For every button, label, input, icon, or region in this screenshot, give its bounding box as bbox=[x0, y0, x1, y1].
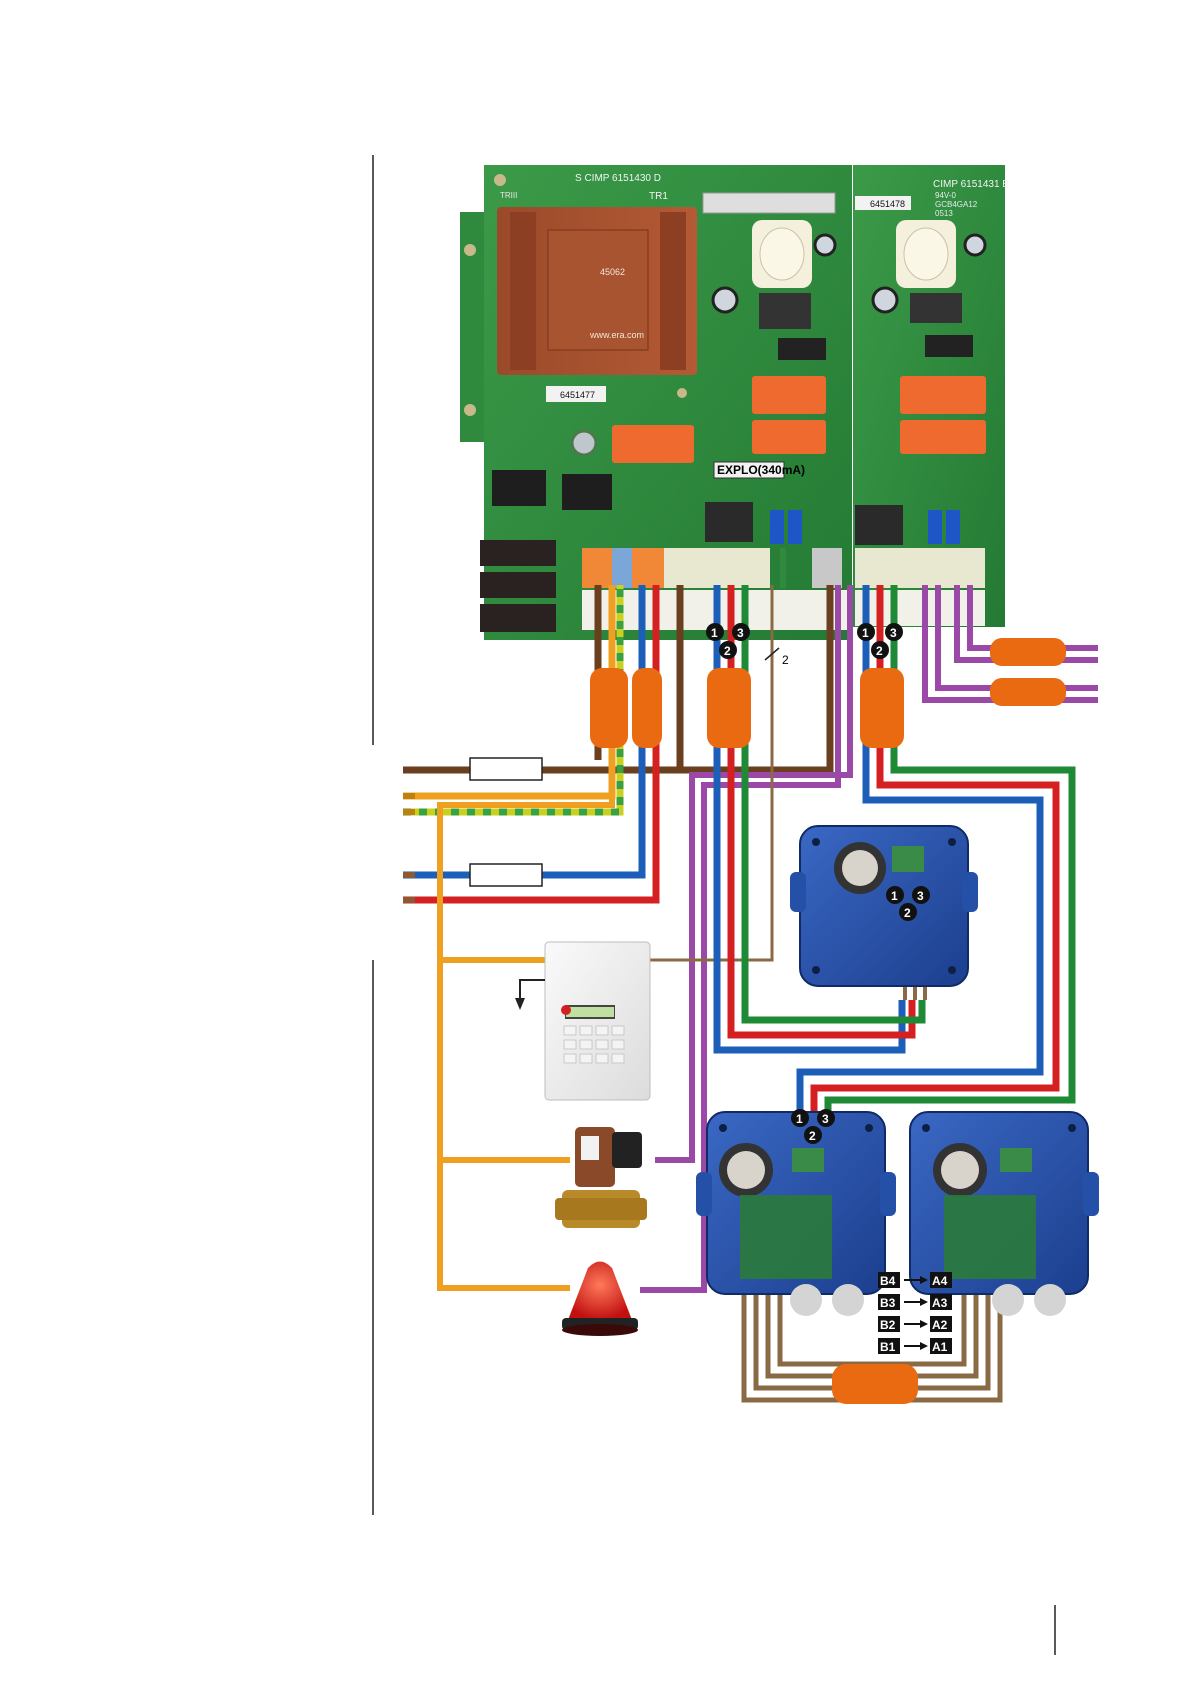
transformer-part-number: 45062 bbox=[600, 267, 625, 277]
transformer-label-main: TR1 bbox=[649, 191, 668, 202]
bus-to-a4: A4 bbox=[932, 1274, 948, 1288]
bus-map-row-b3: B3 A3 bbox=[878, 1294, 952, 1310]
bus-to-a1: A1 bbox=[932, 1340, 948, 1354]
bus-from-b2: B2 bbox=[880, 1318, 896, 1332]
panel-output-arrow bbox=[520, 980, 545, 1000]
terminal-block-right bbox=[855, 548, 985, 588]
buzzer bbox=[752, 220, 812, 288]
terminal-num-2-right: 2 bbox=[876, 644, 883, 658]
board-right-sublabel-1: 94V-0 bbox=[935, 191, 956, 200]
bus-from-b1: B1 bbox=[880, 1340, 896, 1354]
relay-main bbox=[612, 425, 694, 463]
input-fuse-live bbox=[470, 758, 542, 780]
bus-from-b4: B4 bbox=[880, 1274, 896, 1288]
relay-4 bbox=[900, 420, 986, 454]
det2-terminal-1: 1 bbox=[796, 1112, 803, 1126]
board-right-sublabel-2: GCB4GA12 bbox=[935, 200, 978, 209]
bus-map-row-b1: B1 A1 bbox=[878, 1338, 952, 1354]
det1-terminal-1: 1 bbox=[891, 889, 898, 903]
control-panel bbox=[545, 942, 650, 1100]
relay-2 bbox=[752, 420, 826, 454]
transformer: 45062 www.era.com bbox=[497, 207, 697, 375]
bus-from-b3: B3 bbox=[880, 1296, 896, 1310]
det1-terminal-2: 2 bbox=[904, 906, 911, 920]
main-control-board: S CIMP 6151430 D TR1 TRIII 45062 www.era… bbox=[460, 165, 852, 640]
transformer-label-side: TRIII bbox=[500, 191, 517, 200]
terminal-num-1-right: 1 bbox=[862, 626, 869, 640]
terminal-num-1-left: 1 bbox=[711, 626, 718, 640]
det2-terminal-3: 3 bbox=[822, 1112, 829, 1126]
board-right-sticker: 6451478 bbox=[870, 199, 905, 209]
extension-board: CIMP 6151431 B 94V-0 GCB4GA12 0513 64514… bbox=[853, 165, 1009, 627]
wire-end-terminals bbox=[403, 767, 415, 903]
board-left-label: S CIMP 6151430 D bbox=[575, 173, 661, 184]
relay-3 bbox=[900, 376, 986, 414]
warning-beacon bbox=[562, 1262, 638, 1337]
fuse-1 bbox=[480, 540, 556, 566]
explo-tag: EXPLO(340mA) bbox=[717, 463, 805, 477]
bus-map-row-b2: B2 A2 bbox=[878, 1316, 952, 1332]
terminal-num-2-left: 2 bbox=[724, 644, 731, 658]
fuse-2 bbox=[480, 572, 556, 598]
det2-terminal-2: 2 bbox=[809, 1129, 816, 1143]
board-left-sticker: 6451477 bbox=[560, 390, 595, 400]
gas-detector-2: 1 2 3 bbox=[696, 1109, 896, 1316]
solenoid-valve bbox=[555, 1127, 647, 1228]
gas-detector-1: 1 2 3 bbox=[790, 826, 978, 986]
bus-to-a2: A2 bbox=[932, 1318, 948, 1332]
input-fuse-dc bbox=[470, 864, 542, 886]
board-right-label: CIMP 6151431 B bbox=[933, 179, 1009, 190]
wire-pair-marker: 2 bbox=[782, 653, 789, 667]
transformer-brand: www.era.com bbox=[589, 330, 644, 340]
terminal-num-3-left: 3 bbox=[737, 626, 744, 640]
det1-terminal-3: 3 bbox=[917, 889, 924, 903]
terminal-num-3-right: 3 bbox=[890, 626, 897, 640]
relay-1 bbox=[752, 376, 826, 414]
board-right-sublabel-3: 0513 bbox=[935, 209, 953, 218]
fuse-3 bbox=[480, 604, 556, 632]
bus-to-a3: A3 bbox=[932, 1296, 948, 1310]
